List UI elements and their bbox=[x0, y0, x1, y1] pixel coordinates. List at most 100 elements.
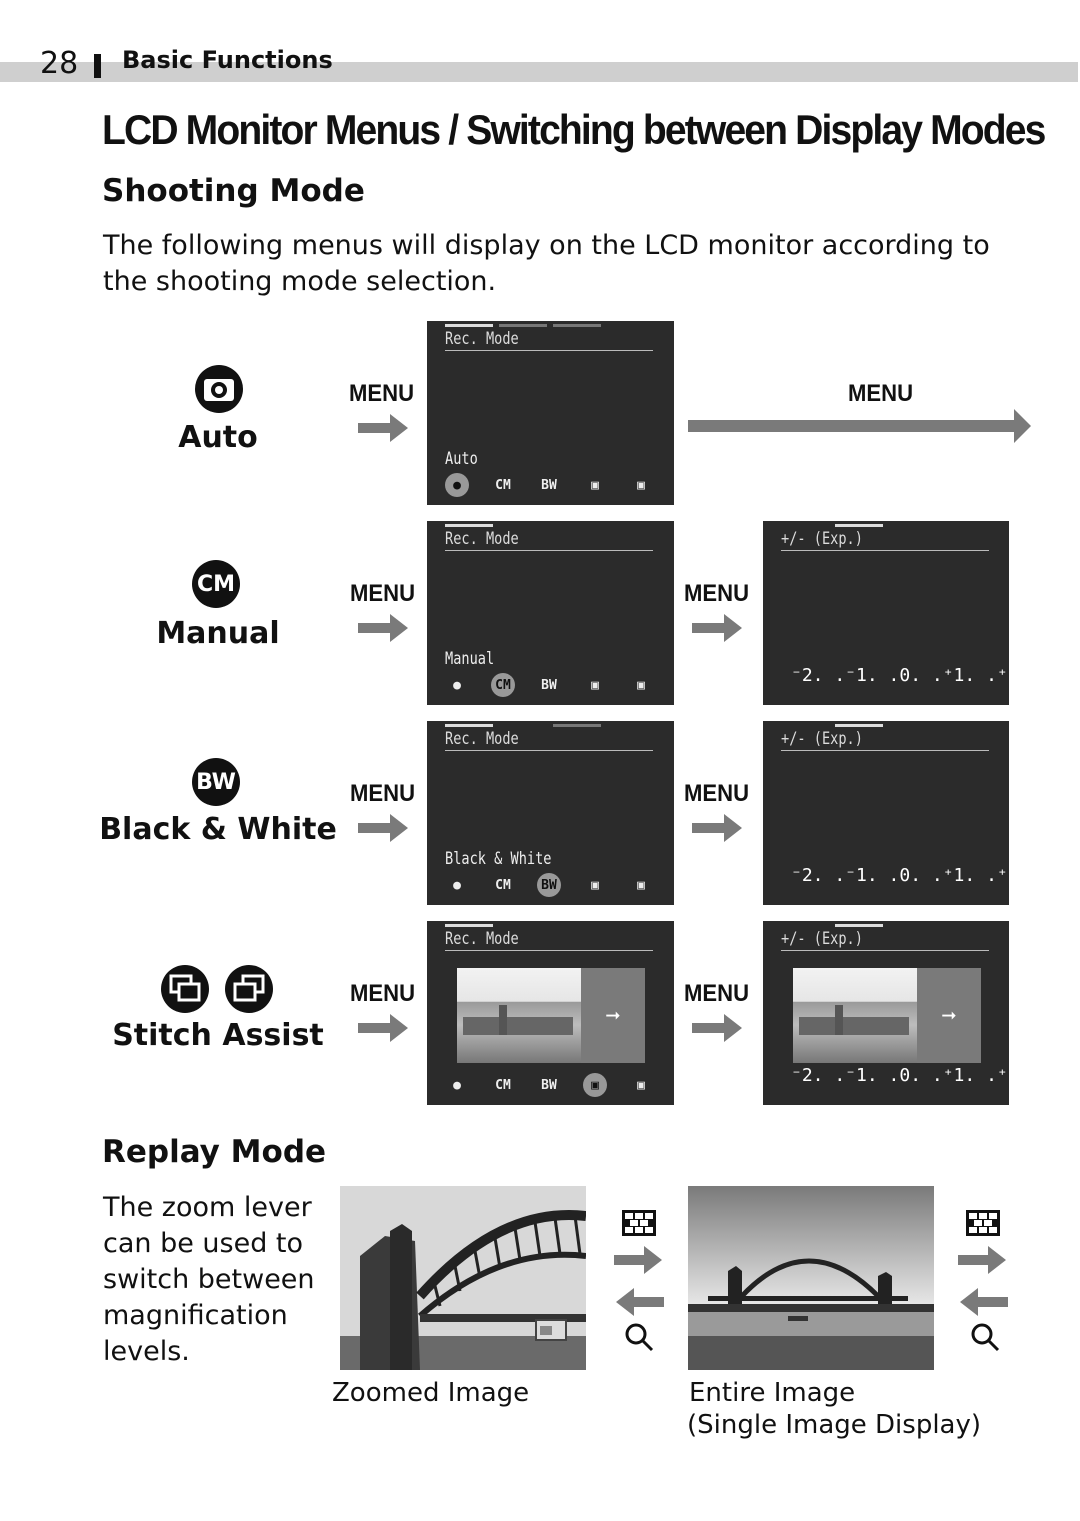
replay-text-line: magnification bbox=[103, 1300, 288, 1331]
harbour-bridge-photo bbox=[688, 1186, 934, 1370]
stitch-assist-icon: ▣ bbox=[591, 477, 599, 493]
right-arrow-icon bbox=[358, 812, 410, 848]
mode-label-stitch-assist: Stitch Assist bbox=[112, 1018, 324, 1053]
lcd-tab bbox=[445, 524, 493, 527]
exposure-scale: ⁻2. .⁻1. .0. .⁺1. .⁺2 bbox=[791, 665, 1009, 686]
intro-line-1: The following menus will display on the … bbox=[103, 230, 990, 261]
replay-text-line: switch between bbox=[103, 1264, 315, 1295]
menu-label: MENU bbox=[684, 580, 750, 607]
lcd-title: +/- (Exp.) bbox=[781, 729, 863, 749]
page-number: 28 bbox=[40, 46, 79, 81]
mode-label-manual: Manual bbox=[156, 616, 280, 651]
lcd-screen-exposure: +/- (Exp.) ⁻2. .⁻1. .0. .⁺1. .⁺2 bbox=[763, 721, 1009, 905]
shooting-mode-heading: Shooting Mode bbox=[102, 173, 365, 209]
replay-text-line: levels. bbox=[103, 1336, 190, 1367]
thumbnail-index-icon bbox=[966, 1210, 1000, 1240]
stitch-assist-icon: ▣ bbox=[637, 477, 645, 493]
black-white-icon: BW bbox=[537, 873, 561, 897]
stitch-assist-icon: ▣ bbox=[583, 1073, 607, 1097]
zoomed-image bbox=[340, 1186, 586, 1370]
right-arrow-icon bbox=[358, 412, 410, 448]
magnify-icon bbox=[624, 1322, 654, 1356]
menu-label: MENU bbox=[350, 780, 416, 807]
stitch-assist-icon: ▣ bbox=[591, 877, 599, 893]
tower bbox=[835, 1005, 843, 1035]
camera-icon: ● bbox=[453, 877, 461, 893]
lcd-title: Rec. Mode bbox=[445, 329, 519, 349]
lcd-divider bbox=[445, 550, 653, 551]
black-white-icon: BW bbox=[541, 1077, 557, 1093]
black-white-icon: BW bbox=[541, 477, 557, 493]
city-photo bbox=[793, 968, 917, 1063]
lcd-divider bbox=[445, 750, 653, 751]
menu-label: MENU bbox=[684, 780, 750, 807]
lcd-screen-manual: Rec. Mode Manual ● CM BW ▣ ▣ bbox=[427, 521, 674, 705]
zoomed-image-caption: Zoomed Image bbox=[332, 1378, 530, 1408]
lcd-title: Rec. Mode bbox=[445, 729, 519, 749]
stitch-preview-photo: ➞ bbox=[793, 968, 981, 1063]
intro-paragraph: The following menus will display on the … bbox=[103, 228, 1003, 300]
right-arrow-icon bbox=[692, 1012, 744, 1048]
lcd-tab bbox=[445, 924, 493, 927]
lcd-mode-name: Black & White bbox=[445, 849, 552, 869]
lcd-icon-row: ● CM BW ▣ ▣ bbox=[445, 873, 665, 899]
lcd-tab bbox=[835, 924, 883, 927]
right-arrow-icon bbox=[358, 1012, 410, 1048]
lcd-icon-row: ● CM BW ▣ ▣ bbox=[445, 673, 665, 699]
right-arrow-icon bbox=[692, 812, 744, 848]
lcd-screen-exposure: +/- (Exp.) ➞ ⁻2. .⁻1. .0. .⁺1. .⁺2 bbox=[763, 921, 1009, 1105]
stitch-preview-photo: ➞ bbox=[457, 968, 645, 1063]
manual-mode-icon: CM bbox=[495, 1077, 511, 1093]
arrow-right-icon: ➞ bbox=[917, 968, 981, 1063]
city-photo bbox=[457, 968, 581, 1063]
camera-icon: ● bbox=[445, 473, 469, 497]
camera-icon bbox=[194, 364, 244, 418]
lcd-divider bbox=[781, 550, 989, 551]
header-bar bbox=[0, 62, 1078, 82]
lcd-title: Rec. Mode bbox=[445, 929, 519, 949]
stitch-assist-icon: ▣ bbox=[637, 1077, 645, 1093]
arrow-right-icon: ➞ bbox=[581, 968, 645, 1063]
lcd-mode-name: Auto bbox=[445, 449, 478, 469]
manual-mode-icon: CM bbox=[491, 673, 515, 697]
black-white-icon: BW bbox=[192, 758, 240, 806]
stitch-assist-icon: ▣ bbox=[591, 677, 599, 693]
lcd-tab bbox=[553, 724, 601, 727]
replay-text-line: can be used to bbox=[103, 1228, 304, 1259]
right-arrow-icon bbox=[614, 1244, 664, 1280]
menu-label: MENU bbox=[350, 980, 416, 1007]
lcd-tab bbox=[445, 324, 493, 327]
stitch-assist-icon: ▣ bbox=[637, 877, 645, 893]
lcd-tab bbox=[835, 724, 883, 727]
lcd-tab bbox=[445, 724, 493, 727]
entire-image-caption: Entire Image bbox=[689, 1378, 856, 1408]
replay-mode-heading: Replay Mode bbox=[102, 1134, 327, 1170]
intro-line-2: the shooting mode selection. bbox=[103, 266, 497, 297]
lcd-title: +/- (Exp.) bbox=[781, 529, 863, 549]
exposure-scale: ⁻2. .⁻1. .0. .⁺1. .⁺2 bbox=[791, 865, 1009, 886]
camera-icon: ● bbox=[453, 1077, 461, 1093]
header-marker bbox=[94, 54, 101, 78]
lcd-divider bbox=[445, 350, 653, 351]
black-white-icon: BW bbox=[541, 677, 557, 693]
manual-mode-icon: CM bbox=[192, 560, 240, 608]
right-arrow-icon bbox=[958, 1244, 1008, 1280]
menu-label: MENU bbox=[684, 980, 750, 1007]
menu-label: MENU bbox=[848, 380, 914, 407]
replay-text-line: The zoom lever bbox=[103, 1192, 312, 1223]
building-row bbox=[463, 1017, 573, 1035]
thumbnail-index-icon bbox=[622, 1210, 656, 1240]
lcd-icon-row: ● CM BW ▣ ▣ bbox=[445, 1073, 665, 1099]
lcd-icon-row: ● CM BW ▣ ▣ bbox=[445, 473, 665, 499]
exposure-scale: ⁻2. .⁻1. .0. .⁺1. .⁺2 bbox=[791, 1065, 1009, 1086]
left-arrow-icon bbox=[958, 1286, 1008, 1322]
mode-label-black-white: Black & White bbox=[99, 812, 337, 847]
right-arrow-icon bbox=[692, 612, 744, 648]
lcd-divider bbox=[781, 750, 989, 751]
tower bbox=[499, 1005, 507, 1035]
lcd-mode-name: Manual bbox=[445, 649, 495, 669]
lcd-tab bbox=[499, 324, 547, 327]
magnify-icon bbox=[970, 1322, 1000, 1356]
lcd-tab bbox=[553, 324, 601, 327]
left-arrow-icon bbox=[614, 1286, 664, 1322]
